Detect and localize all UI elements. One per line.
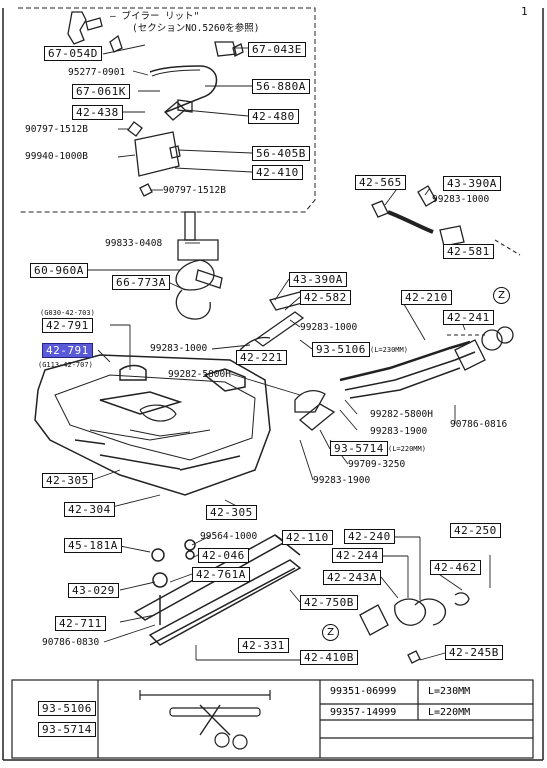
table-frame (11, 679, 534, 759)
part-43-029[interactable]: 43-029 (68, 583, 119, 598)
part-42-565[interactable]: 42-565 (355, 175, 406, 190)
part-42-791-a[interactable]: 42-791 (42, 318, 93, 333)
filler-neck (359, 592, 470, 664)
table-part-row-2: 99357-14999 (330, 707, 397, 718)
part-99833-0408[interactable]: 99833-0408 (105, 238, 163, 249)
part-42-305-a[interactable]: 42-305 (42, 473, 93, 488)
part-99940-1000b[interactable]: 99940-1000B (25, 151, 88, 162)
part-90786-0816[interactable]: 90786-0816 (450, 419, 508, 430)
part-42-241[interactable]: 42-241 (443, 310, 494, 325)
part-42-304[interactable]: 42-304 (64, 502, 115, 517)
table-part-row-1: 99351-06999 (330, 686, 397, 697)
part-99283-1000-a[interactable]: 99283-1000 (300, 322, 358, 333)
part-99282-5800h-a[interactable]: 99282-5800H (168, 369, 231, 380)
part-42-305-b[interactable]: 42-305 (206, 505, 257, 520)
part-66-773a[interactable]: 66-773A (112, 275, 170, 290)
part-42-480[interactable]: 42-480 (248, 109, 299, 124)
corner-mark: 1 (521, 5, 528, 18)
part-42-240[interactable]: 42-240 (344, 529, 395, 544)
part-42-110[interactable]: 42-110 (282, 530, 333, 545)
part-42-410[interactable]: 42-410 (252, 165, 303, 180)
part-99283-1000-b[interactable]: 99283-1000 (150, 343, 208, 354)
table-length-row-2: L=220MM (428, 707, 471, 718)
fuel-pump-assembly (175, 211, 223, 320)
part-42-791-b-highlighted[interactable]: 42-791 (42, 343, 93, 358)
note-line-2: (セクションNO.5260を参照) (132, 23, 260, 34)
part-42-046[interactable]: 42-046 (198, 548, 249, 563)
part-42-761a[interactable]: 42-761A (192, 567, 250, 582)
part-67-054d[interactable]: 67-054D (44, 46, 102, 61)
table-length-row-1: L=230MM (428, 686, 471, 697)
table-code-93-5714[interactable]: 93-5714 (38, 722, 96, 737)
ref-marker-z-bottom: Z (322, 624, 339, 641)
part-42-462[interactable]: 42-462 (430, 560, 481, 575)
part-99283-1900-a[interactable]: 99283-1900 (370, 426, 428, 437)
part-42-438[interactable]: 42-438 (72, 105, 123, 120)
part-99283-1000-top[interactable]: 99283-1000 (432, 194, 490, 205)
part-56-880a[interactable]: 56-880A (252, 79, 310, 94)
boiler-pipe-cluster (67, 11, 244, 197)
part-93-5714[interactable]: 93-5714 (330, 441, 388, 456)
ref-marker-z-top: Z (493, 287, 510, 304)
center-hoses (239, 291, 514, 431)
part-95277-0901[interactable]: 95277-0901 (68, 67, 126, 78)
part-93-5714-note: (L=220MM) (388, 445, 426, 453)
part-42-221[interactable]: 42-221 (236, 350, 287, 365)
part-67-061k[interactable]: 67-061K (72, 84, 130, 99)
part-67-043e[interactable]: 67-043E (248, 42, 306, 57)
part-43-390a-top[interactable]: 43-390A (443, 176, 501, 191)
part-42-243a[interactable]: 42-243A (323, 570, 381, 585)
note-line-1: — ブイラー リット" (110, 11, 200, 22)
part-42-582[interactable]: 42-582 (300, 290, 351, 305)
part-93-5106[interactable]: 93-5106 (312, 342, 370, 357)
part-42-210[interactable]: 42-210 (401, 290, 452, 305)
part-42-791-note-bot: (G113-42-707) (38, 361, 93, 369)
fuel-tank (34, 354, 271, 496)
part-42-244[interactable]: 42-244 (332, 548, 383, 563)
part-99709-3250[interactable]: 99709-3250 (348, 459, 406, 470)
part-42-410b[interactable]: 42-410B (300, 650, 358, 665)
part-42-331[interactable]: 42-331 (238, 638, 289, 653)
part-42-791-note-top: (G030-42-703) (40, 309, 95, 317)
part-42-245b[interactable]: 42-245B (445, 645, 503, 660)
table-code-93-5106[interactable]: 93-5106 (38, 701, 96, 716)
part-90786-0830[interactable]: 90786-0830 (42, 637, 100, 648)
part-42-581[interactable]: 42-581 (443, 244, 494, 259)
part-42-711[interactable]: 42-711 (55, 616, 106, 631)
part-43-390a-mid[interactable]: 43-390A (289, 272, 347, 287)
part-99282-5800h-b[interactable]: 99282-5800H (370, 409, 433, 420)
part-99283-1900-b[interactable]: 99283-1900 (313, 475, 371, 486)
filler-hose-cluster (371, 185, 465, 247)
part-42-750b[interactable]: 42-750B (300, 595, 358, 610)
part-45-181a[interactable]: 45-181A (64, 538, 122, 553)
part-56-405b[interactable]: 56-405B (252, 146, 310, 161)
part-99564-1000[interactable]: 99564-1000 (200, 531, 258, 542)
part-93-5106-note: (L=230MM) (370, 346, 408, 354)
part-42-250[interactable]: 42-250 (450, 523, 501, 538)
part-60-960a[interactable]: 60-960A (30, 263, 88, 278)
part-90797-1512b-a[interactable]: 90797-1512B (25, 124, 88, 135)
part-90797-1512b-b[interactable]: 90797-1512B (163, 185, 226, 196)
